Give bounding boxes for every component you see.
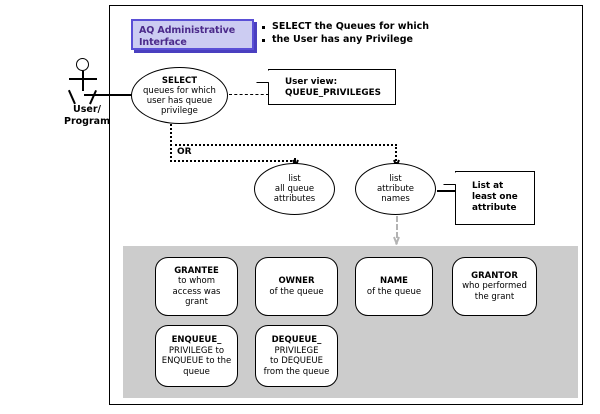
actor-arms xyxy=(69,78,97,80)
note-user-view-line1: User view: xyxy=(285,77,338,87)
usecase-select-line2: queues for which xyxy=(143,85,216,96)
or-label: OR xyxy=(176,147,193,157)
usecase-listall-line1: list xyxy=(288,174,301,184)
actor-spine xyxy=(82,71,84,91)
link-listattr-to-note xyxy=(437,190,456,192)
attribute-box-grantor: GRANTOR who performed the grant xyxy=(452,257,537,316)
attribute-owner-line1: of the queue xyxy=(269,286,324,297)
attribute-grantor-line1: who performed xyxy=(462,281,527,292)
attribute-dequeue-line2: to DEQUEUE xyxy=(269,356,323,366)
link-select-to-userview-note xyxy=(229,94,269,95)
or-connector-horizontal-top xyxy=(170,144,397,146)
attribute-name-title: NAME xyxy=(380,276,408,286)
bullet-item-2: the User has any Privilege xyxy=(262,34,492,47)
usecase-list-all-queue-attributes: list all queue attributes xyxy=(254,163,335,215)
attribute-enqueue-line2: ENQUEUE to the xyxy=(161,356,232,366)
usecase-select-line4: privilege xyxy=(161,105,198,116)
actor-label: User/ Program xyxy=(52,104,122,127)
attribute-dequeue-title: DEQUEUE_ xyxy=(271,335,322,345)
arrowhead-to-attributes-panel xyxy=(392,237,401,244)
usecase-select-line3: user has queue xyxy=(146,95,213,106)
usecase-listattr-line3: names xyxy=(381,194,410,204)
usecase-listall-line2: all queue xyxy=(274,184,315,194)
attribute-box-enqueue-privilege: ENQUEUE_ PRIVILEGE to ENQUEUE to the que… xyxy=(155,325,238,387)
attribute-box-grantee: GRANTEE to whom access was grant xyxy=(155,257,238,316)
usecase-select-line1: SELECT xyxy=(161,75,198,86)
actor-leg-left xyxy=(67,89,76,105)
attribute-enqueue-title: ENQUEUE_ xyxy=(171,335,222,345)
attribute-grantor-title: GRANTOR xyxy=(471,270,518,281)
note-list-at-least-one-attribute: List at least one attribute xyxy=(443,171,535,225)
title-box: AQ Administrative Interface xyxy=(131,19,254,50)
attribute-box-name: NAME of the queue xyxy=(355,257,433,316)
attribute-grantee-title: GRANTEE xyxy=(174,265,219,276)
title-box-line1: AQ Administrative xyxy=(139,25,236,36)
attribute-box-owner: OWNER of the queue xyxy=(255,257,338,316)
actor-label-line2: Program xyxy=(64,115,110,127)
attribute-name-line1: of the queue xyxy=(366,286,422,297)
or-connector-vertical-from-select xyxy=(170,124,172,146)
note-user-view: User view: QUEUE_PRIVILEGES xyxy=(256,69,396,105)
or-connector-vertical-left xyxy=(170,144,172,162)
attribute-box-dequeue-privilege: DEQUEUE_ PRIVILEGE to DEQUEUE from the q… xyxy=(255,325,338,387)
actor-head-icon xyxy=(76,58,89,71)
attribute-dequeue-line1: PRIVILEGE xyxy=(274,345,319,356)
note-listatt-line1: List at xyxy=(472,181,504,191)
or-connector-vertical-right xyxy=(395,144,397,164)
usecase-listall-line3: attributes xyxy=(273,194,316,204)
bullet-list: SELECT the Queues for which the User has… xyxy=(262,21,492,46)
note-user-view-line2: QUEUE_PRIVILEGES xyxy=(285,88,381,98)
or-connector-horizontal-bottom xyxy=(170,160,296,162)
attribute-owner-title: OWNER xyxy=(278,276,315,286)
attribute-enqueue-line3: queue xyxy=(183,366,210,377)
title-box-line2: Interface xyxy=(139,37,187,48)
attribute-grantee-line1: to whom xyxy=(177,276,216,286)
note-listatt-line3: attribute xyxy=(472,203,517,213)
bullet-item-1: SELECT the Queues for which xyxy=(262,21,492,34)
actor-leg-right xyxy=(89,89,97,105)
attribute-grantee-line2: access was xyxy=(172,286,221,297)
gray-connector-to-attributes-panel xyxy=(396,216,398,238)
attribute-dequeue-line3: from the queue xyxy=(263,366,330,377)
note-listatt-line2: least one xyxy=(472,192,518,202)
usecase-select-queues: SELECT queues for which user has queue p… xyxy=(131,67,228,124)
usecase-listattr-line1: list xyxy=(389,174,402,184)
attribute-grantor-line2: the grant xyxy=(474,291,515,302)
usecase-listattr-line2: attribute xyxy=(376,184,415,194)
attribute-grantee-line3: grant xyxy=(185,297,208,307)
actor-label-line1: User/ xyxy=(73,104,101,115)
attribute-enqueue-line1: PRIVILEGE to xyxy=(168,345,225,356)
actor-user-program: User/ Program xyxy=(56,58,116,133)
actor-connector-line xyxy=(84,94,132,96)
usecase-list-attribute-names: list attribute names xyxy=(355,163,436,215)
